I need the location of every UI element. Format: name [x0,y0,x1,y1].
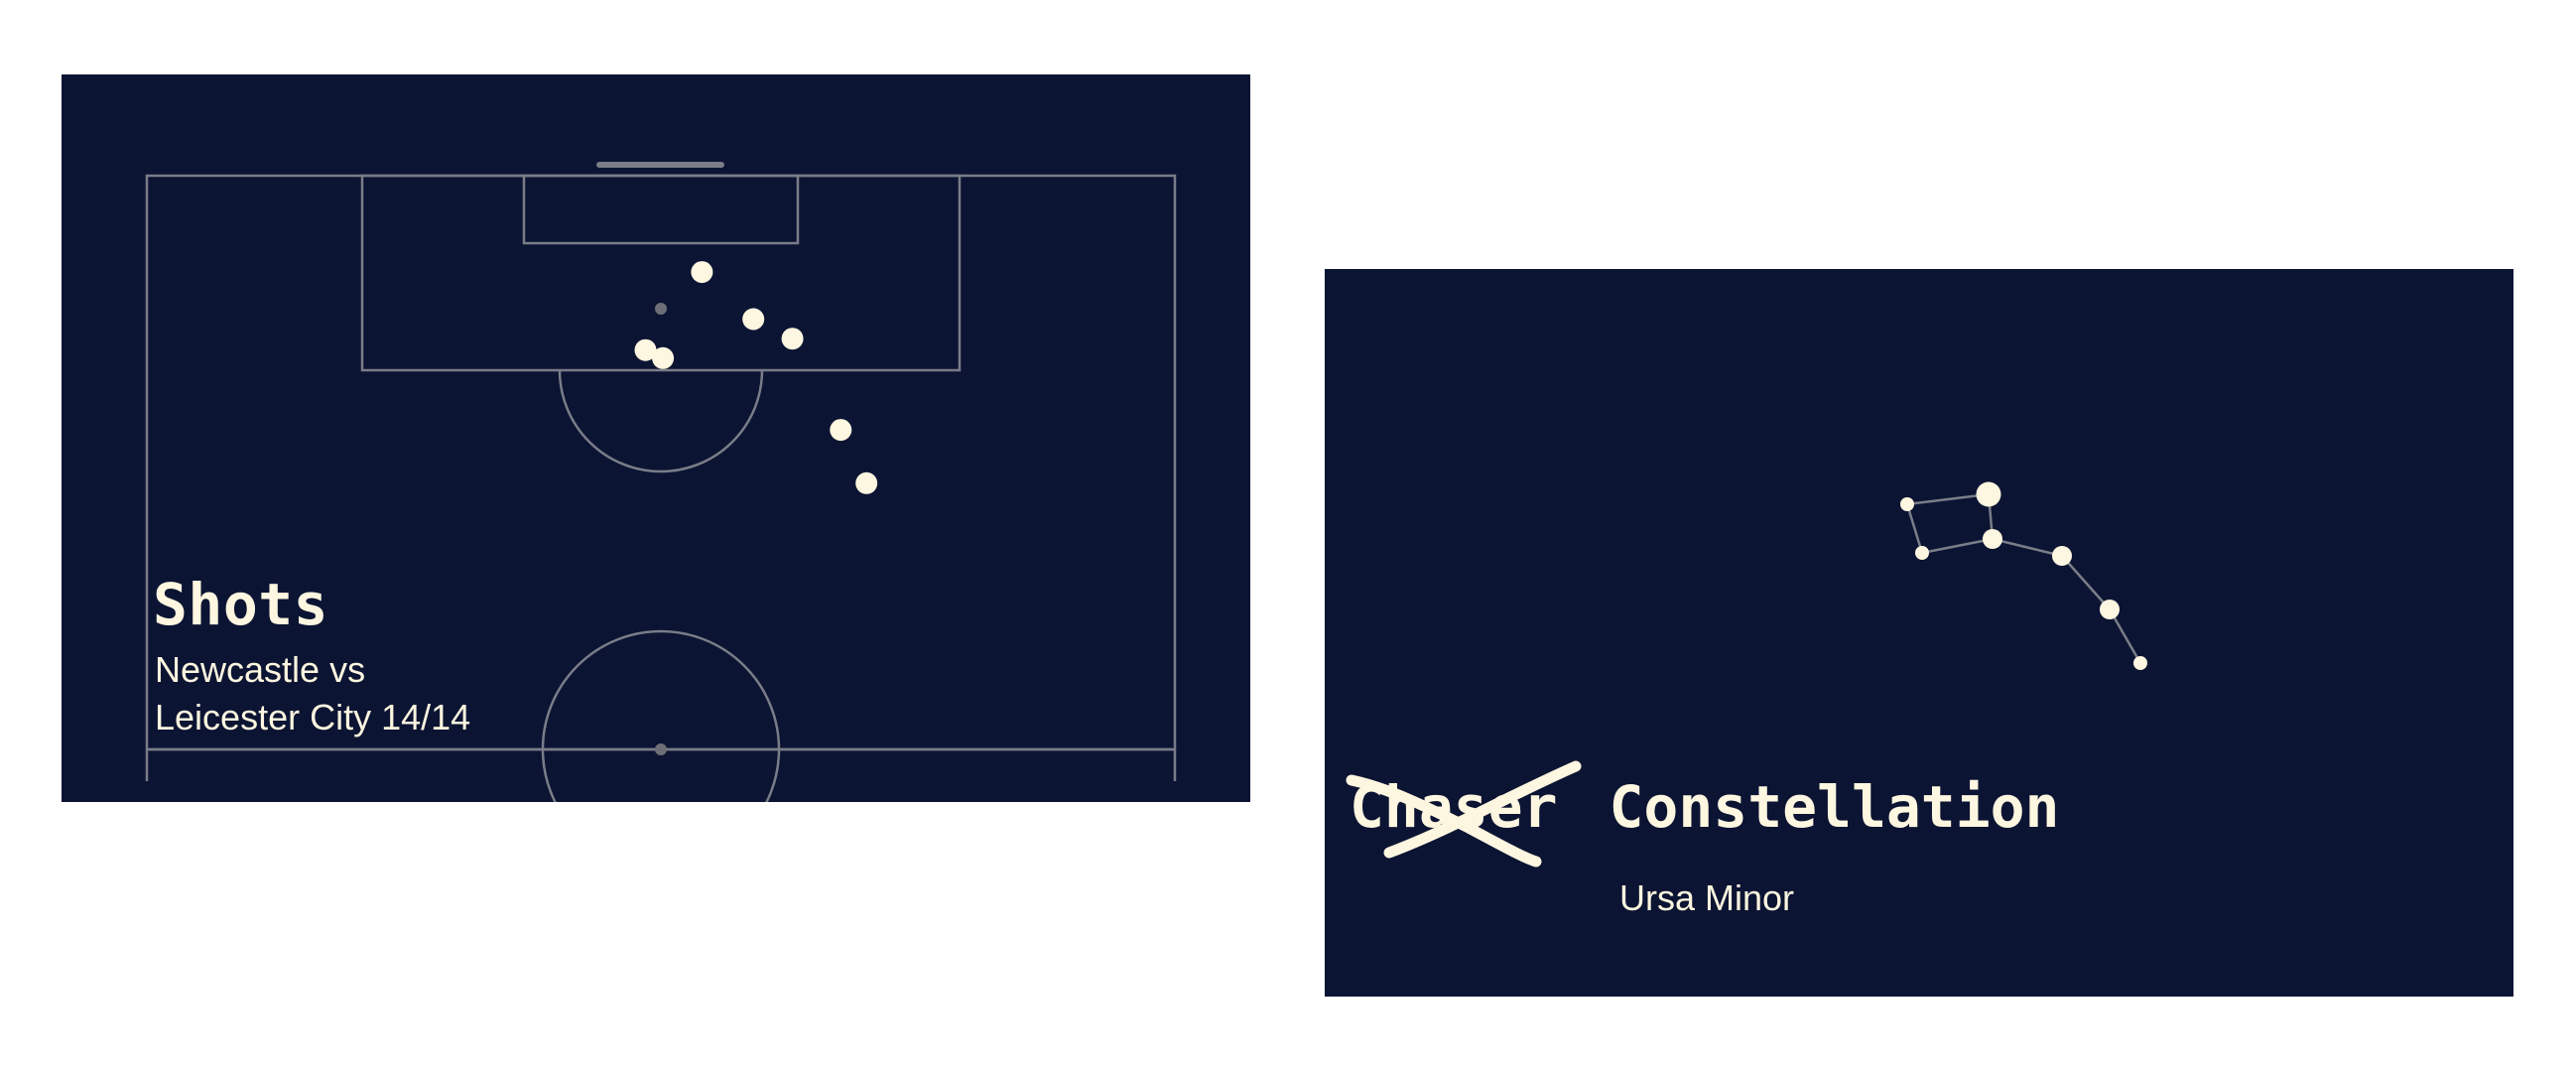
constellation-title-row: Chaser Constellation [1346,760,2060,868]
constellation-link-4 [1905,503,1924,554]
constellation-stars [1900,481,2147,670]
constellation-link-3 [1921,537,1994,555]
shot-point-1 [691,261,713,284]
constellation-link-7 [2108,608,2142,664]
shot-point-2 [634,338,657,361]
shot-point-4 [742,308,765,331]
shot-point-3 [652,346,675,369]
star-6 [2100,600,2120,619]
constellation-chart [1900,481,2147,670]
shots-subtitle-line2: Leicester City 14/14 [155,697,471,737]
star-3 [1983,529,2002,549]
star-5 [2052,546,2072,566]
penalty-spot [655,303,667,315]
struck-word: Chaser [1346,760,1582,868]
shots-title: Shots [153,571,329,638]
star-2 [1976,481,2001,507]
pitch-chart [145,162,1177,802]
shot-point-5 [781,328,804,350]
strike-stroke-2 [1383,760,1582,859]
shot-points [634,261,878,494]
star-1 [1900,497,1914,511]
constellation-link-6 [2061,555,2111,610]
goal-area [522,174,800,245]
strike-through-mark [1346,760,1582,868]
penalty-arc [558,369,764,473]
constellation-subtitle: Ursa Minor [1619,877,1795,918]
constellation-link-1 [1906,492,1990,506]
star-4 [1915,546,1929,560]
center-spot [655,743,667,755]
penalty-area [360,174,962,372]
shots-subtitle-line1: Newcastle vs [155,649,366,690]
shot-point-6 [830,419,852,442]
shot-point-7 [855,471,878,494]
constellation-title: Constellation [1609,773,2060,841]
constellation-panel: Chaser Constellation Ursa Minor [1325,269,2513,997]
shots-subtitle: Newcastle vs Leicester City 14/14 [155,646,651,741]
constellation-links [1905,492,2142,664]
constellation-link-5 [1992,537,2063,558]
star-7 [2133,656,2147,670]
shots-panel: Shots Newcastle vs Leicester City 14/14 [62,74,1250,802]
